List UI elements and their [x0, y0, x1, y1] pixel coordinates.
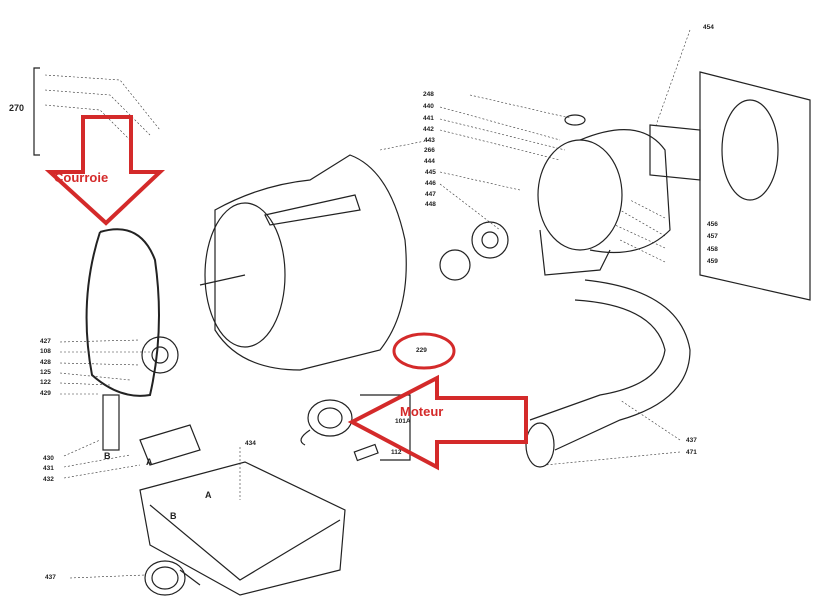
drum [199, 154, 407, 371]
part-label-437-coil: 437 [45, 574, 56, 581]
belt-annotation-label: Courroie [54, 170, 109, 185]
part-label-440: 440 [423, 103, 434, 110]
leader-lines [44, 29, 691, 579]
part-label-266: 266 [424, 147, 435, 154]
annotation-marks [44, 115, 528, 471]
part-label-458: 458 [707, 246, 718, 253]
base-plate [139, 461, 346, 596]
part-label-442: 442 [423, 126, 434, 133]
part-label-457: 457 [707, 233, 718, 240]
belt-arrow [44, 115, 166, 226]
motor-drawing [300, 394, 411, 462]
part-label-437: 437 [686, 437, 697, 444]
part-label-459: 459 [707, 258, 718, 265]
part-label-101a: 101A [395, 418, 411, 425]
part-label-446: 446 [425, 180, 436, 187]
part-label-434: 434 [245, 440, 256, 447]
part-label-444: 444 [424, 158, 435, 165]
part-label-428: 428 [40, 359, 51, 366]
part-label-456: 456 [707, 221, 718, 228]
motor-annotation-label: Moteur [400, 404, 444, 419]
part-label-454: 454 [703, 24, 714, 31]
part-label-112: 112 [391, 449, 402, 456]
part-label-431: 431 [43, 465, 54, 472]
exhaust-hose [529, 279, 691, 451]
belt-loop [85, 228, 160, 397]
part-label-430: 430 [43, 455, 54, 462]
part-label-427: 427 [40, 338, 51, 345]
part-label-441: 441 [423, 115, 434, 122]
back-panel [699, 71, 811, 301]
pulley-assembly [102, 336, 201, 466]
heater-coil [144, 560, 201, 596]
part-229-circle [392, 332, 456, 370]
part-label-447: 447 [425, 191, 436, 198]
part-label-445: 445 [425, 169, 436, 176]
part-label-108: 108 [40, 348, 51, 355]
part-label-432: 432 [43, 476, 54, 483]
part-label-429: 429 [40, 390, 51, 397]
marker-b: B [104, 451, 111, 461]
motor-arrow [347, 374, 528, 471]
marker-a-base: A [205, 490, 212, 500]
part-label-229: 229 [416, 347, 427, 354]
marker-b-base: B [170, 511, 177, 521]
part-label-125: 125 [40, 369, 51, 376]
part-label-248: 248 [423, 91, 434, 98]
part-label-443: 443 [424, 137, 435, 144]
part-label-122: 122 [40, 379, 51, 386]
part-label-471: 471 [686, 449, 697, 456]
marker-a: A [146, 457, 153, 467]
group-bracket [33, 67, 40, 156]
part-label-448: 448 [425, 201, 436, 208]
part-label-270: 270 [9, 103, 25, 113]
